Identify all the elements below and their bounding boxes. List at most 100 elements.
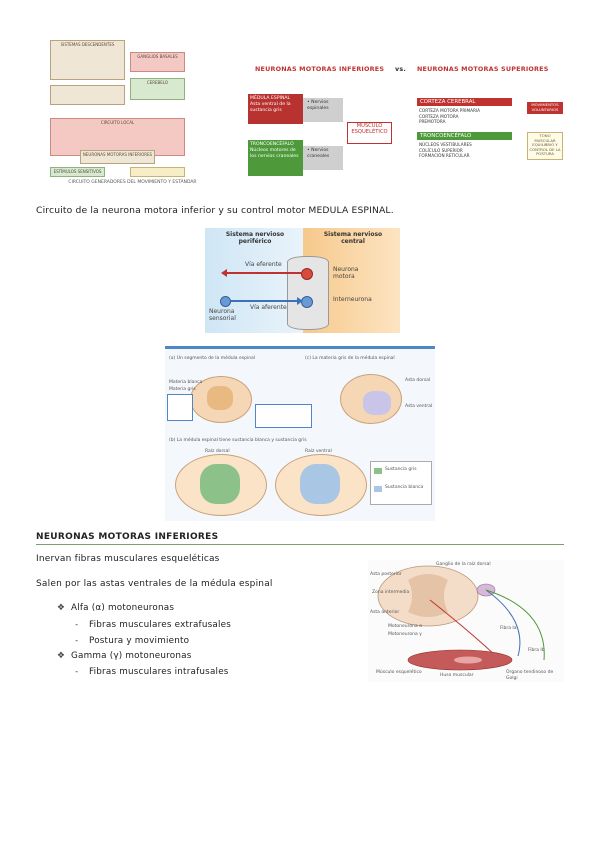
list-item: PREMOTORA	[419, 119, 446, 125]
list-item: FORMACIÓN RETICULAR	[419, 153, 470, 159]
gray-matter-green	[200, 464, 240, 504]
label-golgi-tendon: Órgano tendinoso de Golgi	[506, 670, 554, 681]
section-divider	[36, 544, 564, 545]
afferent-label: Vía aferente	[250, 304, 287, 311]
paragraph-1: Inervan fibras musculares esqueléticas	[36, 554, 220, 564]
bullet-intrafusal: -Fibras musculares intrafusales	[75, 667, 229, 677]
ventral-horn-highlight	[363, 391, 391, 415]
legend-box: Sustancia gris Sustancia blanca	[370, 461, 432, 505]
bullet-text: Fibras musculares intrafusales	[89, 667, 229, 677]
upper-motor-heading: NEURONAS MOTORAS SUPERIORES	[417, 65, 549, 73]
spinal-nerves-arrow: • Nervios espinales	[303, 98, 343, 122]
list-item: COLÍCULO SUPERIOR	[419, 147, 463, 153]
flowchart-box-desc-2	[50, 85, 125, 105]
label-alpha-motoneuron: Motoneurona α	[388, 624, 423, 629]
bullet-extrafusal: -Fibras musculares extrafusales	[75, 620, 231, 630]
bullet-text: Fibras musculares extrafusales	[89, 620, 232, 630]
label-intermediate-zone: Zona intermedia	[372, 590, 410, 595]
voluntary-movements-tag: MOVIMIENTOS VOLUNTARIOS	[527, 102, 563, 114]
flowchart-box-descending: SISTEMAS DESCENDENTES	[50, 40, 125, 80]
nerve-fiber-green	[485, 589, 545, 661]
nerve-fiber-red	[429, 599, 497, 657]
list-item: NÚCLEOS VESTIBULARES	[419, 142, 472, 147]
legend-swatch-gray	[374, 468, 382, 474]
figure-3: (a) Un segmento de la médula espinal (c)…	[165, 346, 435, 521]
section-heading: NEURONAS MOTORAS INFERIORES	[36, 532, 219, 542]
flowchart-box-local-circuit: CIRCUITO LOCAL	[50, 118, 185, 156]
cranial-nerves-arrow: • Nervios craneales	[303, 146, 343, 170]
afferent-pathway	[227, 300, 299, 302]
figure-2: Sistema nervioso periférico Sistema nerv…	[205, 228, 400, 333]
dash-icon: -	[75, 636, 79, 646]
central-header: Sistema nervioso central	[323, 231, 383, 245]
flowchart-caption: CIRCUITO GENERADORES DEL MOVIMIENTO Y ES…	[68, 180, 197, 185]
figure-4: Ganglio de la raíz dorsal Asta posterior…	[368, 560, 564, 682]
flowchart-box-basal-ganglia: GANGLIOS BASALES	[130, 52, 185, 72]
figure-3-top-strip	[165, 346, 435, 349]
callout-box-left	[167, 394, 193, 421]
figure-3-caption-c: (c) La materia gris de la médula espinal	[305, 356, 395, 361]
nerve-fiber-blue	[485, 589, 521, 657]
dash-icon: -	[75, 667, 79, 677]
reflex-arc-illustration	[377, 565, 545, 671]
spinal-cord-box: MÉDULA ESPINAL Asta ventral de la sustan…	[248, 94, 303, 124]
motor-neuron-dot	[301, 268, 313, 280]
flowchart-diagram: SISTEMAS DESCENDENTES GANGLIOS BASALES C…	[35, 40, 230, 188]
figure-3-caption-a: (a) Un segmento de la médula espinal	[169, 356, 256, 361]
flowchart-side-note	[190, 58, 230, 98]
label-skeletal-muscle: Músculo esquelético	[376, 670, 422, 675]
label-fiber-ia: Fibra Ia	[500, 626, 517, 631]
gray-matter-shape	[408, 574, 448, 617]
interneuron-label: Interneurona	[333, 296, 372, 303]
brainstem-title: TRONCOENCÉFALO	[417, 132, 512, 140]
label-dorsal-root-ganglion: Ganglio de la raíz dorsal	[436, 562, 491, 567]
efferent-pathway	[225, 272, 301, 274]
muscle-tone-tag: TONO MUSCULAR EQUILIBRIO Y CONTROL DE LA…	[527, 132, 563, 160]
legend-label-white: Sustancia blanca	[385, 485, 424, 490]
figure-3-caption-b: (b) La médula espinal tiene sustancia bl…	[169, 438, 307, 443]
flowchart-box-cerebellum: CEREBELO	[130, 78, 185, 100]
gray-matter-left	[207, 386, 233, 410]
cerebral-cortex-title: CORTEZA CEREBRAL	[417, 98, 512, 106]
callout-box	[255, 404, 312, 428]
bullet-posture: -Postura y movimiento	[75, 636, 189, 646]
label-dorsal-root: Raíz dorsal	[205, 449, 230, 454]
figure-1: SISTEMAS DESCENDENTES GANGLIOS BASALES C…	[35, 40, 565, 188]
bullet-diamond-icon: ❖	[57, 603, 66, 613]
gray-matter-blue	[300, 464, 340, 504]
list-item: CORTEZA MOTORA PRIMARIA	[419, 108, 480, 113]
label-gray-matter: Materia gris	[169, 387, 196, 392]
legend-label-gray: Sustancia gris	[385, 467, 417, 472]
comparison-panel: NEURONAS MOTORAS INFERIORES vs. NEURONAS…	[245, 60, 565, 188]
label-dorsal-horn: Asta dorsal	[405, 378, 431, 383]
peripheral-region	[205, 228, 303, 333]
bullet-text: Gamma (γ) motoneuronas	[71, 651, 192, 661]
efferent-arrowhead	[221, 269, 227, 277]
list-item: CORTEZA MOTORA	[419, 113, 459, 119]
label-ventral-horn: Asta ventral	[405, 404, 433, 409]
figure-caption: Circuito de la neurona motora inferior y…	[36, 205, 394, 216]
peripheral-header: Sistema nervioso periférico	[225, 231, 285, 245]
label-fiber-ib: Fibra Ib	[528, 648, 545, 653]
afferent-arrowhead	[297, 297, 303, 305]
bullet-alpha: ❖ Alfa (α) motoneuronas	[57, 603, 174, 613]
brainstem-box: TRONCOENCÉFALO Núcleos motores de los ne…	[248, 140, 303, 176]
bullet-text: Postura y movimiento	[89, 636, 190, 646]
efferent-label: Vía eferente	[245, 261, 282, 268]
skeletal-muscle-box: MÚSCULO ESQUELÉTICO	[347, 122, 392, 144]
label-posterior-horn: Asta posterior	[370, 572, 402, 577]
label-anterior-horn: Asta anterior	[370, 610, 400, 615]
label-white-matter: Materia blanca	[169, 380, 203, 385]
muscle-spindle	[454, 656, 482, 664]
flowchart-box-sensory: ESTÍMULOS SENSITIVOS	[50, 167, 105, 177]
bullet-text: Alfa (α) motoneuronas	[71, 603, 175, 613]
label-ventral-root: Raíz ventral	[305, 449, 332, 454]
bullet-diamond-icon: ❖	[57, 651, 66, 661]
paragraph-2: Salen por las astas ventrales de la médu…	[36, 579, 273, 589]
legend-swatch-white	[374, 486, 382, 492]
dash-icon: -	[75, 620, 79, 630]
sensory-neuron-label: Neurona sensorial	[209, 308, 236, 322]
label-muscle-spindle: Huso muscular	[440, 673, 474, 678]
flowchart-box-output	[130, 167, 185, 177]
motor-neuron-label: Neurona motora	[333, 266, 359, 280]
